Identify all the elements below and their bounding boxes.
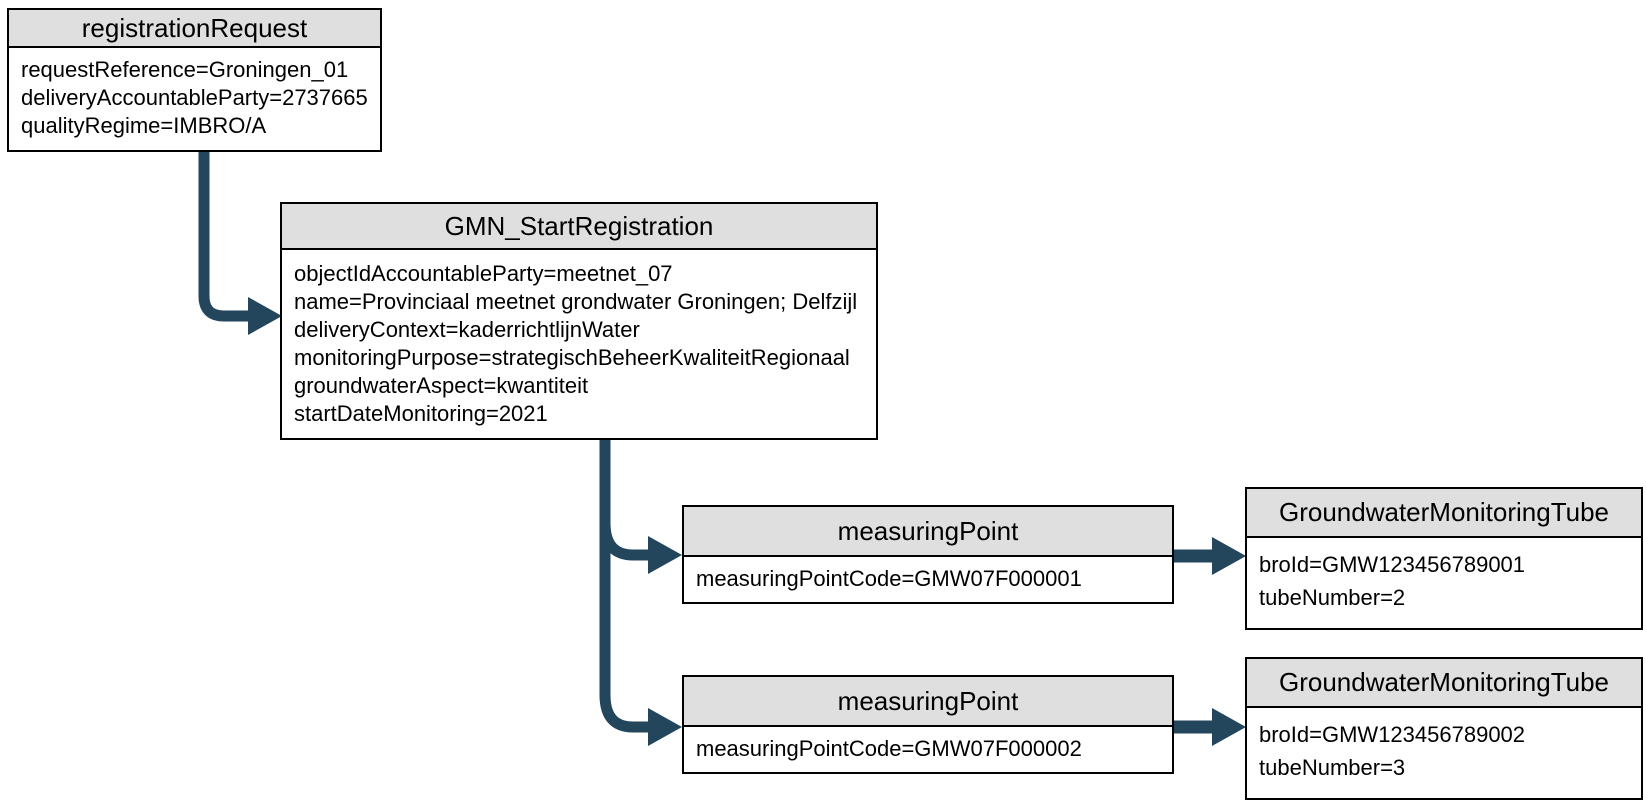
attribute-line: tubeNumber=3 (1259, 755, 1406, 780)
node-groundwater-monitoring-tube-1: GroundwaterMonitoringTube broId=GMW12345… (1245, 487, 1643, 630)
attribute-line: groundwaterAspect=kwantiteit (294, 373, 589, 398)
node-groundwater-monitoring-tube-2: GroundwaterMonitoringTube broId=GMW12345… (1245, 657, 1643, 800)
node-gmn-start-registration: GMN_StartRegistration objectIdAccountabl… (280, 202, 878, 440)
attribute-line: objectIdAccountableParty=meetnet_07 (294, 261, 673, 286)
arrow-gmn-to-measuringpoint-1 (599, 440, 682, 574)
node-groundwater-monitoring-tube-1-attributes: broId=GMW123456789001 tubeNumber=2 (1247, 538, 1641, 614)
attribute-line: name=Provinciaal meetnet grondwater Gron… (294, 289, 858, 314)
attribute-line: tubeNumber=2 (1259, 585, 1406, 610)
attribute-line: measuringPointCode=GMW07F000002 (696, 736, 1082, 761)
node-measuring-point-1: measuringPoint measuringPointCode=GMW07F… (682, 505, 1174, 604)
node-measuring-point-1-attributes: measuringPointCode=GMW07F000001 (684, 557, 1172, 593)
node-groundwater-monitoring-tube-2-title: GroundwaterMonitoringTube (1247, 659, 1641, 708)
attribute-line: broId=GMW123456789001 (1259, 552, 1526, 577)
arrow-registrationrequest-to-gmn (198, 152, 282, 335)
arrow-gmn-to-measuringpoint-2 (599, 440, 682, 746)
node-groundwater-monitoring-tube-2-attributes: broId=GMW123456789002 tubeNumber=3 (1247, 708, 1641, 784)
node-measuring-point-2-title: measuringPoint (684, 677, 1172, 727)
attribute-line: deliveryContext=kaderrichtlijnWater (294, 317, 640, 342)
node-registration-request-title: registrationRequest (9, 10, 380, 48)
node-gmn-start-registration-attributes: objectIdAccountableParty=meetnet_07 name… (282, 250, 876, 428)
node-measuring-point-2: measuringPoint measuringPointCode=GMW07F… (682, 675, 1174, 774)
attribute-line: requestReference=Groningen_01 (21, 57, 349, 82)
arrow-measuringpoint-1-to-tube-1 (1174, 537, 1246, 575)
node-measuring-point-1-title: measuringPoint (684, 507, 1172, 557)
node-measuring-point-2-attributes: measuringPointCode=GMW07F000002 (684, 727, 1172, 763)
attribute-line: qualityRegime=IMBRO/A (21, 113, 267, 138)
attribute-line: measuringPointCode=GMW07F000001 (696, 566, 1082, 591)
node-groundwater-monitoring-tube-1-title: GroundwaterMonitoringTube (1247, 489, 1641, 538)
node-registration-request: registrationRequest requestReference=Gro… (7, 8, 382, 152)
attribute-line: deliveryAccountableParty=27376655 (21, 85, 368, 110)
attribute-line: broId=GMW123456789002 (1259, 722, 1526, 747)
node-gmn-start-registration-title: GMN_StartRegistration (282, 204, 876, 250)
attribute-line: startDateMonitoring=2021 (294, 401, 548, 426)
node-registration-request-attributes: requestReference=Groningen_01 deliveryAc… (9, 48, 380, 140)
attribute-line: monitoringPurpose=strategischBeheerKwali… (294, 345, 850, 370)
arrow-measuringpoint-2-to-tube-2 (1174, 708, 1246, 746)
